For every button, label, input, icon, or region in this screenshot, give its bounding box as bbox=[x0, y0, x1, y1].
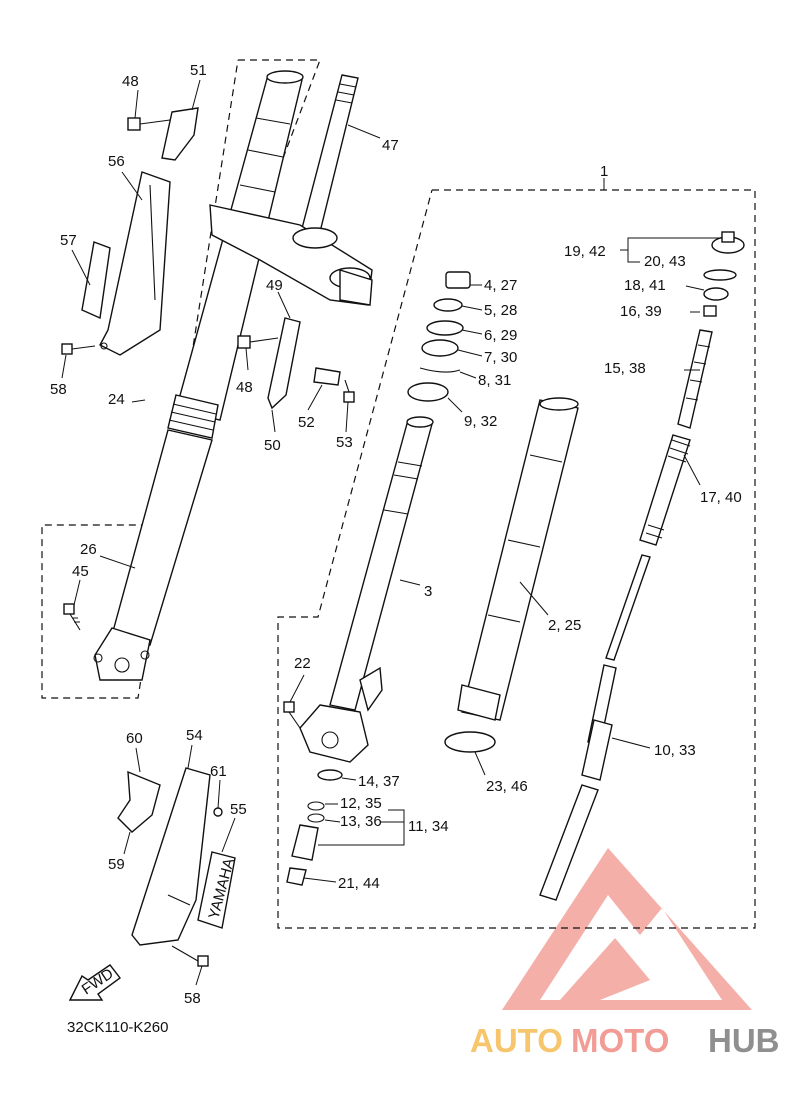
callout-labels: 1 3 4, 27 5, 28 6, 29 7, 30 8, 31 9, 32 2, 25 10,… bbox=[50, 62, 742, 1007]
nut-18 bbox=[703, 287, 729, 301]
bolt-53 bbox=[343, 379, 355, 403]
axle-bracket bbox=[299, 666, 383, 763]
callout-c6: 6, 29 bbox=[484, 327, 517, 344]
callout-c58a: 58 bbox=[50, 381, 67, 398]
nut-16 bbox=[703, 305, 717, 317]
callout-c61: 61 bbox=[210, 763, 227, 780]
callout-c9: 9, 32 bbox=[464, 413, 497, 430]
callout-c55: 55 bbox=[230, 801, 247, 818]
callout-c12: 12, 35 bbox=[340, 795, 382, 812]
callout-c50: 50 bbox=[264, 437, 281, 454]
bracket-50 bbox=[267, 317, 301, 410]
bolt-58-upper bbox=[61, 342, 108, 355]
callout-c20: 20, 43 bbox=[644, 253, 686, 270]
callout-c7: 7, 30 bbox=[484, 349, 517, 366]
seal-stack bbox=[407, 271, 471, 402]
bolt-58-lower bbox=[171, 945, 209, 967]
sticker-57 bbox=[81, 241, 111, 320]
callout-c13: 13, 36 bbox=[340, 813, 382, 830]
outer-tube-2 bbox=[457, 397, 579, 721]
leader-lines bbox=[61, 79, 720, 986]
callout-c26: 26 bbox=[80, 541, 97, 558]
callout-c16: 16, 39 bbox=[620, 303, 662, 320]
callout-c51: 51 bbox=[190, 62, 207, 79]
callout-c11: 11, 34 bbox=[408, 818, 449, 835]
callout-c54: 54 bbox=[186, 727, 203, 744]
o-ring-20 bbox=[703, 269, 737, 281]
callout-c4: 4, 27 bbox=[484, 277, 517, 294]
inner-tube-3 bbox=[329, 416, 434, 711]
callout-c17: 17, 40 bbox=[700, 489, 742, 506]
rod-15 bbox=[677, 329, 713, 429]
seal-23 bbox=[444, 731, 496, 753]
callout-c59: 59 bbox=[108, 856, 125, 873]
steering-stem-47 bbox=[299, 74, 359, 241]
cap-bolt-19 bbox=[711, 231, 745, 254]
callout-c58b: 58 bbox=[184, 990, 201, 1007]
callout-c15: 15, 38 bbox=[604, 360, 646, 377]
bolt-45 bbox=[63, 603, 81, 631]
callout-c10: 10, 33 bbox=[654, 742, 696, 759]
callout-c48b: 48 bbox=[236, 379, 253, 396]
callout-c52: 52 bbox=[298, 414, 315, 431]
callout-c1: 1 bbox=[600, 163, 608, 180]
fwd-arrow: FWD bbox=[68, 964, 121, 1001]
callout-c14: 14, 37 bbox=[358, 773, 400, 790]
watermark-moto: MOTO bbox=[571, 1022, 669, 1059]
callout-c53: 53 bbox=[336, 434, 353, 451]
callout-c48a: 48 bbox=[122, 73, 139, 90]
bolt-61 bbox=[213, 807, 223, 817]
callout-c3: 3 bbox=[424, 583, 432, 600]
emblem-55: YAMAHA bbox=[197, 851, 238, 929]
clamp-52 bbox=[313, 367, 341, 386]
callout-c18: 18, 41 bbox=[624, 277, 666, 294]
watermark-logo bbox=[502, 848, 752, 1010]
bolt-48-upper bbox=[127, 117, 171, 131]
callout-c49: 49 bbox=[266, 277, 283, 294]
callout-c24: 24 bbox=[108, 391, 125, 408]
guard-60 bbox=[117, 770, 161, 833]
watermark-hub: HUB bbox=[708, 1022, 780, 1059]
small-parts-11-21 bbox=[286, 769, 343, 886]
group-box-1 bbox=[277, 189, 756, 929]
fork-leg-26 bbox=[93, 429, 213, 681]
bolt-48-lower bbox=[237, 335, 279, 349]
cartridge-10 bbox=[539, 554, 651, 901]
fork-guard-56 bbox=[99, 171, 171, 356]
callout-c2: 2, 25 bbox=[548, 617, 581, 634]
callout-c5: 5, 28 bbox=[484, 302, 517, 319]
callout-c60: 60 bbox=[126, 730, 143, 747]
callout-c23: 23, 46 bbox=[486, 778, 528, 795]
callout-c22: 22 bbox=[294, 655, 311, 672]
callout-c47: 47 bbox=[382, 137, 399, 154]
callout-c19: 19, 42 bbox=[564, 243, 606, 260]
fork-cover-54 bbox=[131, 767, 211, 946]
bracket-51 bbox=[161, 107, 199, 161]
watermark-text: AUTO MOTO HUB bbox=[470, 1022, 780, 1059]
part-code: 32CK110-K260 bbox=[67, 1019, 168, 1036]
callout-c8: 8, 31 bbox=[478, 372, 511, 389]
callout-c21: 21, 44 bbox=[338, 875, 380, 892]
callout-c45: 45 bbox=[72, 563, 89, 580]
spring-17 bbox=[639, 434, 691, 546]
watermark-auto: AUTO bbox=[470, 1022, 563, 1059]
bolt-22 bbox=[283, 701, 301, 729]
triple-clamp bbox=[209, 204, 373, 306]
callout-c57: 57 bbox=[60, 232, 77, 249]
callout-c56: 56 bbox=[108, 153, 125, 170]
group-box-24 bbox=[41, 59, 321, 699]
